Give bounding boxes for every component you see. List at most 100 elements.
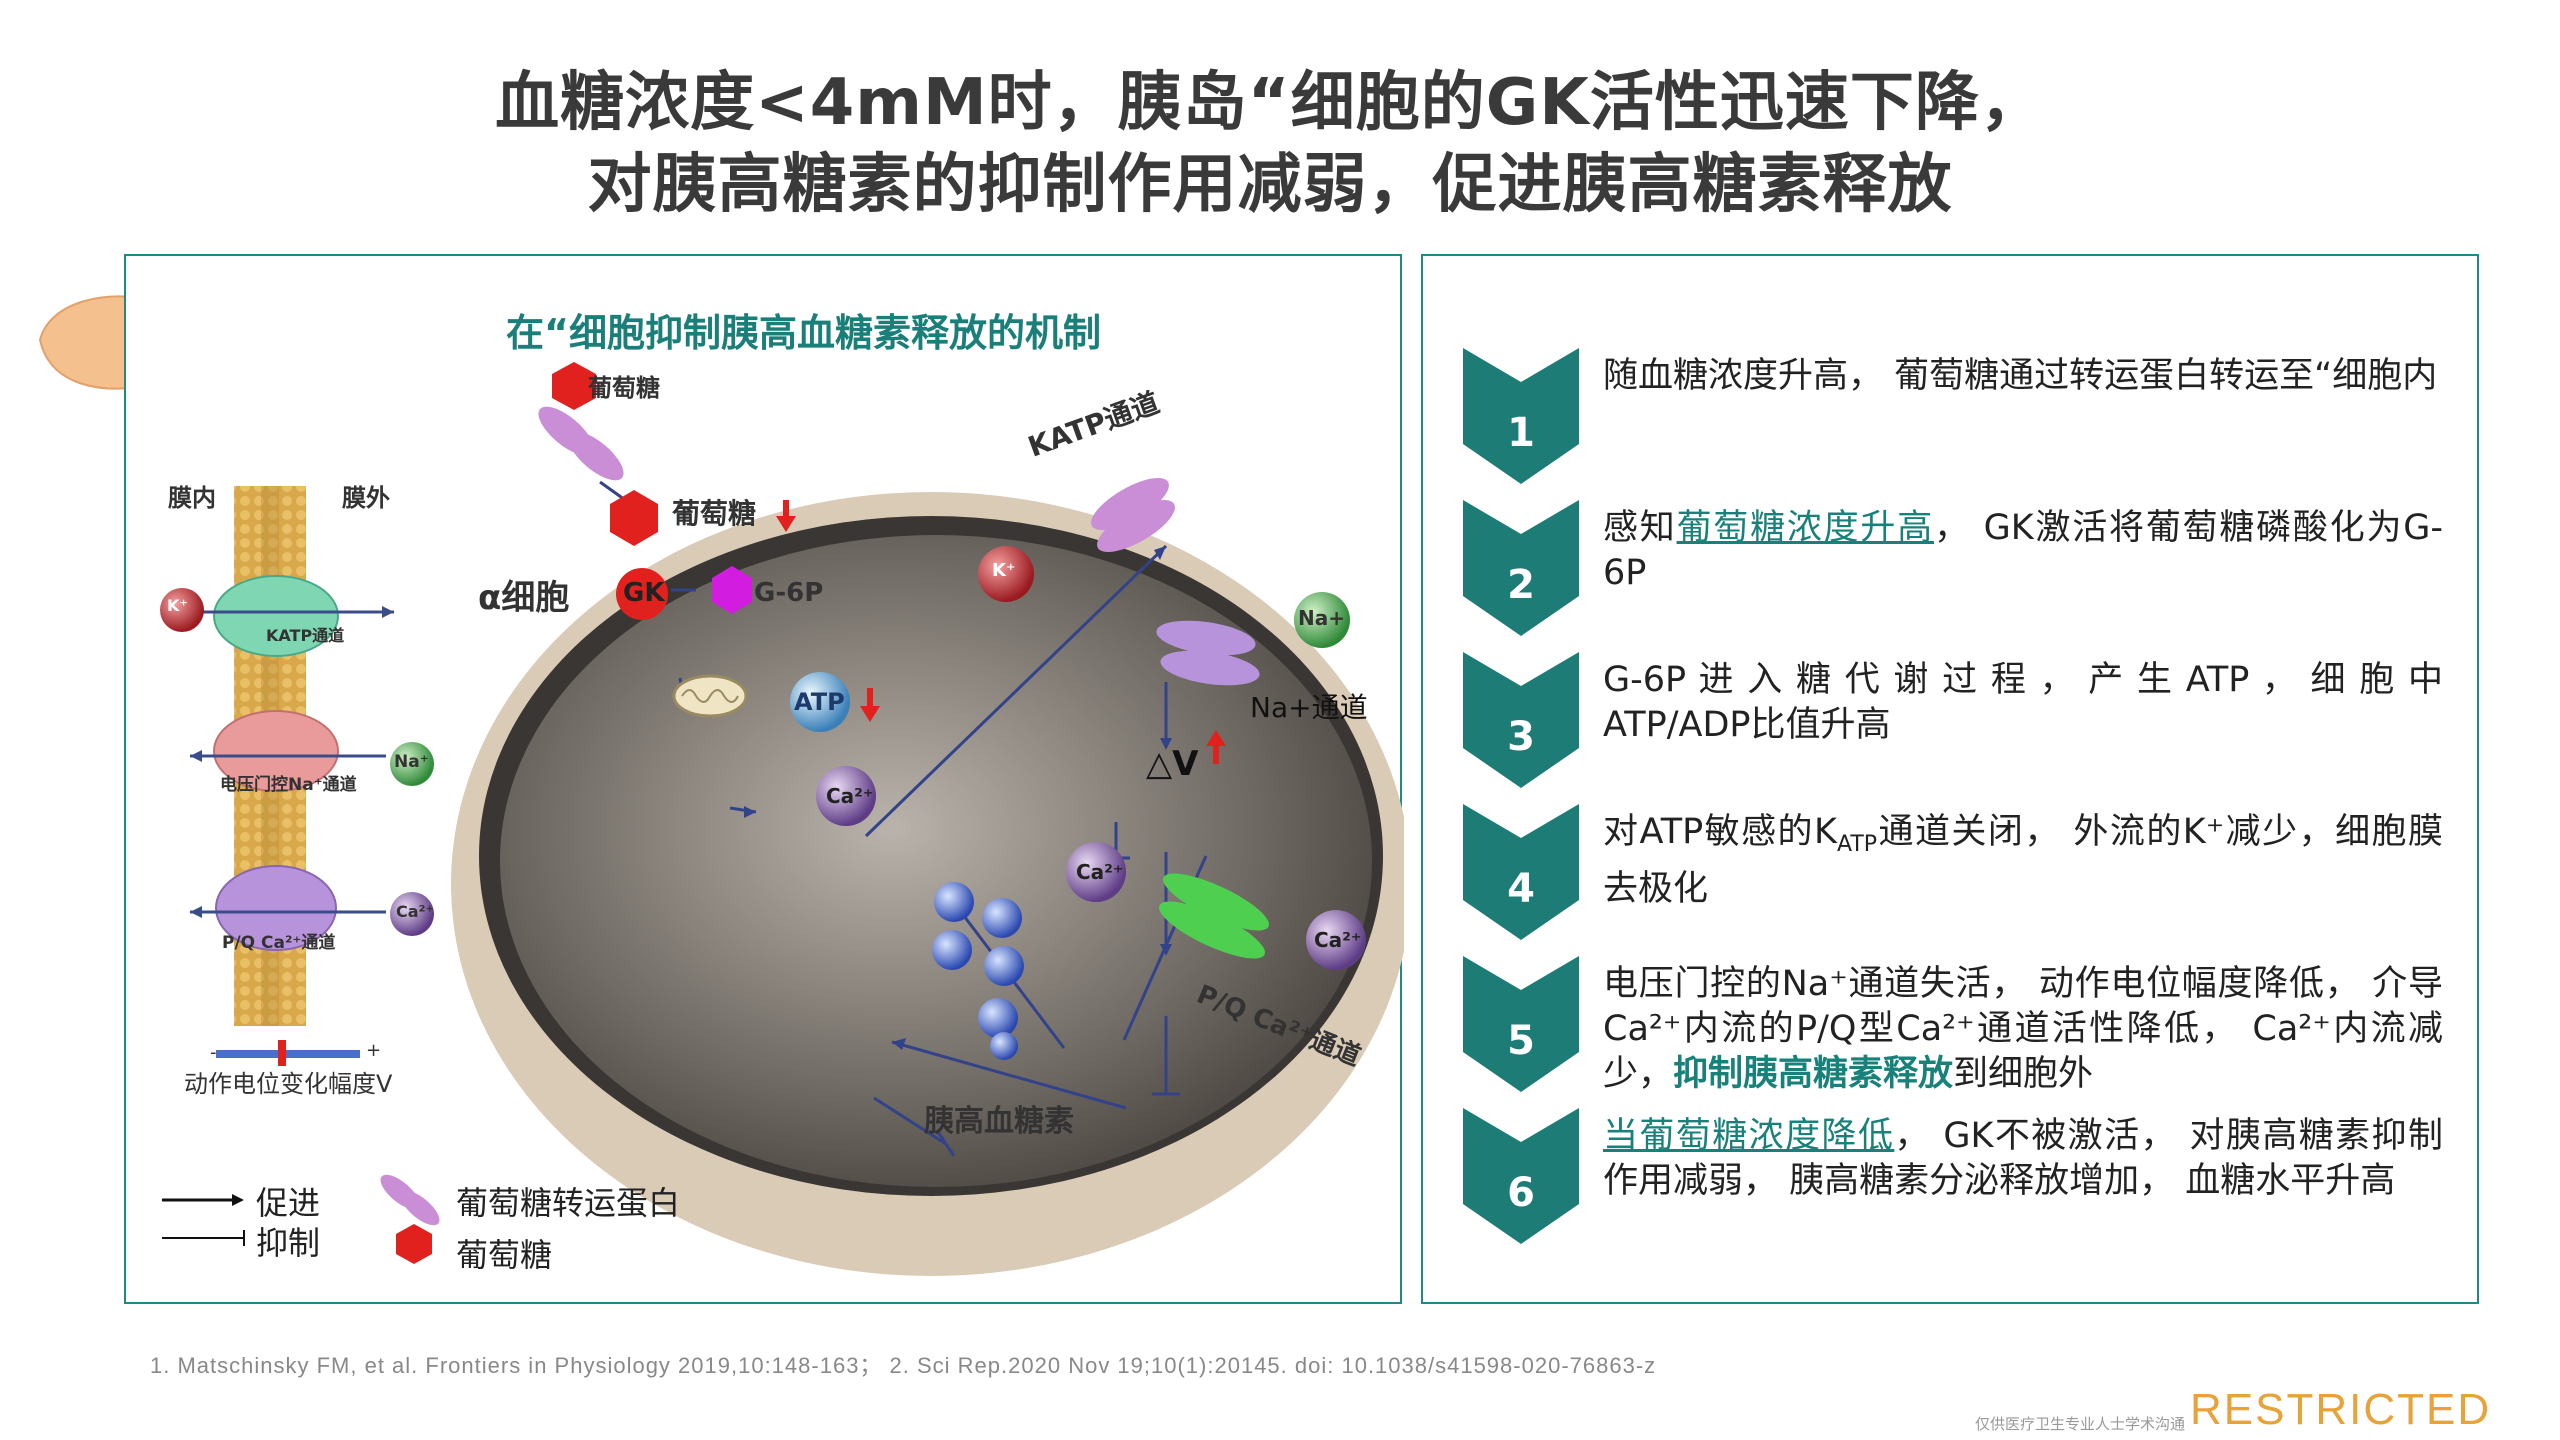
chevron-down-icon — [1463, 956, 1579, 1096]
pq-small-label: P/Q Ca²⁺通道 — [222, 933, 336, 953]
membrane-outside-label: 膜外 — [342, 484, 390, 512]
ca-inner-label: Ca²⁺ — [826, 784, 874, 808]
ca-ion-small — [390, 892, 434, 936]
na-channel — [1156, 620, 1256, 656]
step-text-part: 感知 — [1603, 508, 1677, 548]
step-number: 3 — [1507, 714, 1535, 760]
step-6: 6 当葡萄糖浓度降低， GK不被激活， 对胰高糖素抑制作用减弱， 胰高糖素分泌释… — [1463, 1108, 2453, 1248]
bar-plus: + — [366, 1040, 382, 1061]
glucose-hexagon-inside — [610, 490, 658, 546]
step-1: 1 随血糖浓度升高， 葡萄糖通过转运蛋白转运至“细胞内 — [1463, 348, 2453, 488]
chevron-down-icon — [1463, 348, 1579, 488]
k-ion-label: K⁺ — [992, 560, 1016, 581]
step-2: 2 感知葡萄糖浓度升高， GK激活将葡萄糖磷酸化为G-6P — [1463, 500, 2453, 640]
na-ion-small — [390, 742, 434, 786]
glucagon-vesicle — [934, 882, 974, 922]
step-number: 1 — [1507, 410, 1535, 456]
na-plus-label: Na+ — [1298, 606, 1345, 630]
step-text-part: 电压门控的Na⁺通道失活， 动作电位幅度降低， 介导Ca²⁺内流的P/Q型Ca²… — [1603, 964, 2443, 1094]
katp-small-label: KATP通道 — [266, 626, 345, 645]
references: 1. Matschinsky FM, et al. Frontiers in P… — [150, 1353, 1657, 1378]
k-ion-small — [160, 588, 204, 632]
k-ion-small-label: K⁺ — [167, 596, 188, 615]
step-3: 3 G-6P 进 入 糖 代 谢 过 程 ， 产 生 ATP ， 细 胞 中AT… — [1463, 652, 2453, 792]
glucagon-label: 胰高血糖素 — [924, 1104, 1074, 1139]
ca-ion-mid — [1066, 842, 1126, 902]
step-number: 4 — [1507, 866, 1535, 912]
membrane-inside-label: 膜内 — [168, 484, 216, 512]
step-text-part: 通道关闭， 外流的K⁺减少，细胞膜去极化 — [1603, 812, 2443, 909]
glucagon-vesicle — [990, 1032, 1018, 1060]
ca-outer-label: Ca²⁺ — [1314, 928, 1362, 952]
nav-small-label: 电压门控Na⁺通道 — [220, 775, 357, 795]
legend-glucose: 葡萄糖 — [456, 1236, 553, 1274]
chevron-down-icon — [1463, 652, 1579, 792]
glucose-rise-link[interactable]: 葡萄糖浓度升高 — [1676, 508, 1934, 548]
step-text: 感知葡萄糖浓度升高， GK激活将葡萄糖磷酸化为G-6P — [1603, 506, 2443, 596]
glucose-hexagon-outside — [552, 362, 596, 410]
step-text: 电压门控的Na⁺通道失活， 动作电位幅度降低， 介导Ca²⁺内流的P/Q型Ca²… — [1603, 962, 2443, 1097]
step-4: 4 对ATP敏感的KATP通道关闭， 外流的K⁺减少，细胞膜去极化 — [1463, 804, 2453, 944]
step-text-part: ， GK不被激活， 对胰高糖素抑制作用减弱， 胰高糖素分泌释放增加， 血糖水平升… — [1603, 1116, 2443, 1201]
chevron-down-icon — [1463, 804, 1579, 944]
legend-transporter: 葡萄糖转运蛋白 — [456, 1184, 681, 1222]
step-text-part: 到细胞外 — [1953, 1054, 2094, 1094]
step-5: 5 电压门控的Na⁺通道失活， 动作电位幅度降低， 介导Ca²⁺内流的P/Q型C… — [1463, 956, 2453, 1096]
mechanism-panel: 在“细胞抑制胰高血糖素释放的机制 — [124, 254, 1404, 1304]
glucose-drop-link[interactable]: 当葡萄糖浓度降低 — [1603, 1116, 1895, 1156]
glucagon-vesicle — [982, 898, 1022, 938]
title-line-1: 血糖浓度<4mM时，胰岛“细胞的GK活性迅速下降， — [495, 66, 2045, 140]
diagram-title: 在“细胞抑制胰高血糖素释放的机制 — [506, 311, 1101, 355]
bar-minus: - — [210, 1042, 217, 1063]
step-text: 随血糖浓度升高， 葡萄糖通过转运蛋白转运至“细胞内 — [1603, 356, 2438, 396]
restricted-watermark: RESTRICTED — [2190, 1385, 2492, 1434]
legend-inhibit: 抑制 — [256, 1224, 321, 1262]
step-highlight: 抑制胰高糖素释放 — [1673, 1054, 1954, 1094]
g6p-hexagon — [712, 566, 752, 614]
gk-label: GK — [623, 578, 665, 608]
ca-mid-label: Ca²⁺ — [1076, 860, 1124, 884]
glucose-in-label: 葡萄糖 — [672, 497, 757, 530]
step-text: 当葡萄糖浓度降低， GK不被激活， 对胰高糖素抑制作用减弱， 胰高糖素分泌释放增… — [1603, 1114, 2443, 1204]
page-title: 血糖浓度<4mM时，胰岛“细胞的GK活性迅速下降， 对胰高糖素的抑制作用减弱，促… — [0, 62, 2540, 226]
atp-molecule — [790, 672, 850, 732]
delta-v-label: △V — [1146, 744, 1199, 784]
katp-channel — [1091, 478, 1169, 530]
k-ion — [978, 546, 1034, 602]
na-channel-label: Na+通道 — [1250, 691, 1368, 724]
step-number: 5 — [1507, 1018, 1535, 1064]
atp-label: ATP — [794, 688, 845, 716]
gk-enzyme — [616, 568, 668, 620]
membrane-strip — [160, 362, 1404, 1276]
step-text: G-6P 进 入 糖 代 谢 过 程 ， 产 生 ATP ， 细 胞 中ATP/… — [1603, 660, 2443, 745]
glucagon-vesicle — [978, 998, 1018, 1038]
na-channel-small — [213, 710, 339, 792]
step-number: 6 — [1507, 1170, 1535, 1216]
restricted-note: 仅供医疗卫生专业人士学术沟通 — [1975, 1415, 2186, 1433]
glucagon-vesicle — [984, 946, 1024, 986]
chevron-down-icon — [1463, 1108, 1579, 1248]
title-line-2: 对胰高糖素的抑制作用减弱，促进胰高糖素释放 — [587, 148, 1953, 222]
g6p-label: G-6P — [754, 578, 824, 608]
steps-panel: 1 随血糖浓度升高， 葡萄糖通过转运蛋白转运至“细胞内 2 感知葡萄糖浓度升高，… — [1421, 254, 2479, 1304]
na-ion — [1294, 592, 1350, 648]
alpha-cell-label: α细胞 — [478, 578, 570, 618]
pq-channel-small — [215, 865, 337, 951]
na-small-label: Na⁺ — [394, 752, 429, 772]
katp-channel-small — [213, 575, 339, 657]
step-text-sub: ATP — [1836, 832, 1878, 857]
ca-small-label: Ca²⁺ — [396, 902, 434, 921]
legend-promote: 促进 — [256, 1184, 321, 1222]
ca-ion-inner — [816, 766, 876, 826]
step-number: 2 — [1507, 562, 1535, 608]
potential-label: 动作电位变化幅度V — [184, 1070, 393, 1098]
legend-glucose-icon — [396, 1224, 432, 1264]
pq-channel — [1163, 873, 1269, 931]
chevron-down-icon — [1463, 500, 1579, 640]
step-text-part: ， GK激活将葡萄糖磷酸化为G-6P — [1603, 508, 2443, 593]
glucagon-vesicle — [932, 930, 972, 970]
ca-ion-outer — [1306, 910, 1366, 970]
step-text-part: 对ATP敏感的K — [1603, 812, 1837, 852]
glucose-top-label: 葡萄糖 — [588, 374, 660, 402]
step-text: 对ATP敏感的KATP通道关闭， 外流的K⁺减少，细胞膜去极化 — [1603, 810, 2443, 912]
